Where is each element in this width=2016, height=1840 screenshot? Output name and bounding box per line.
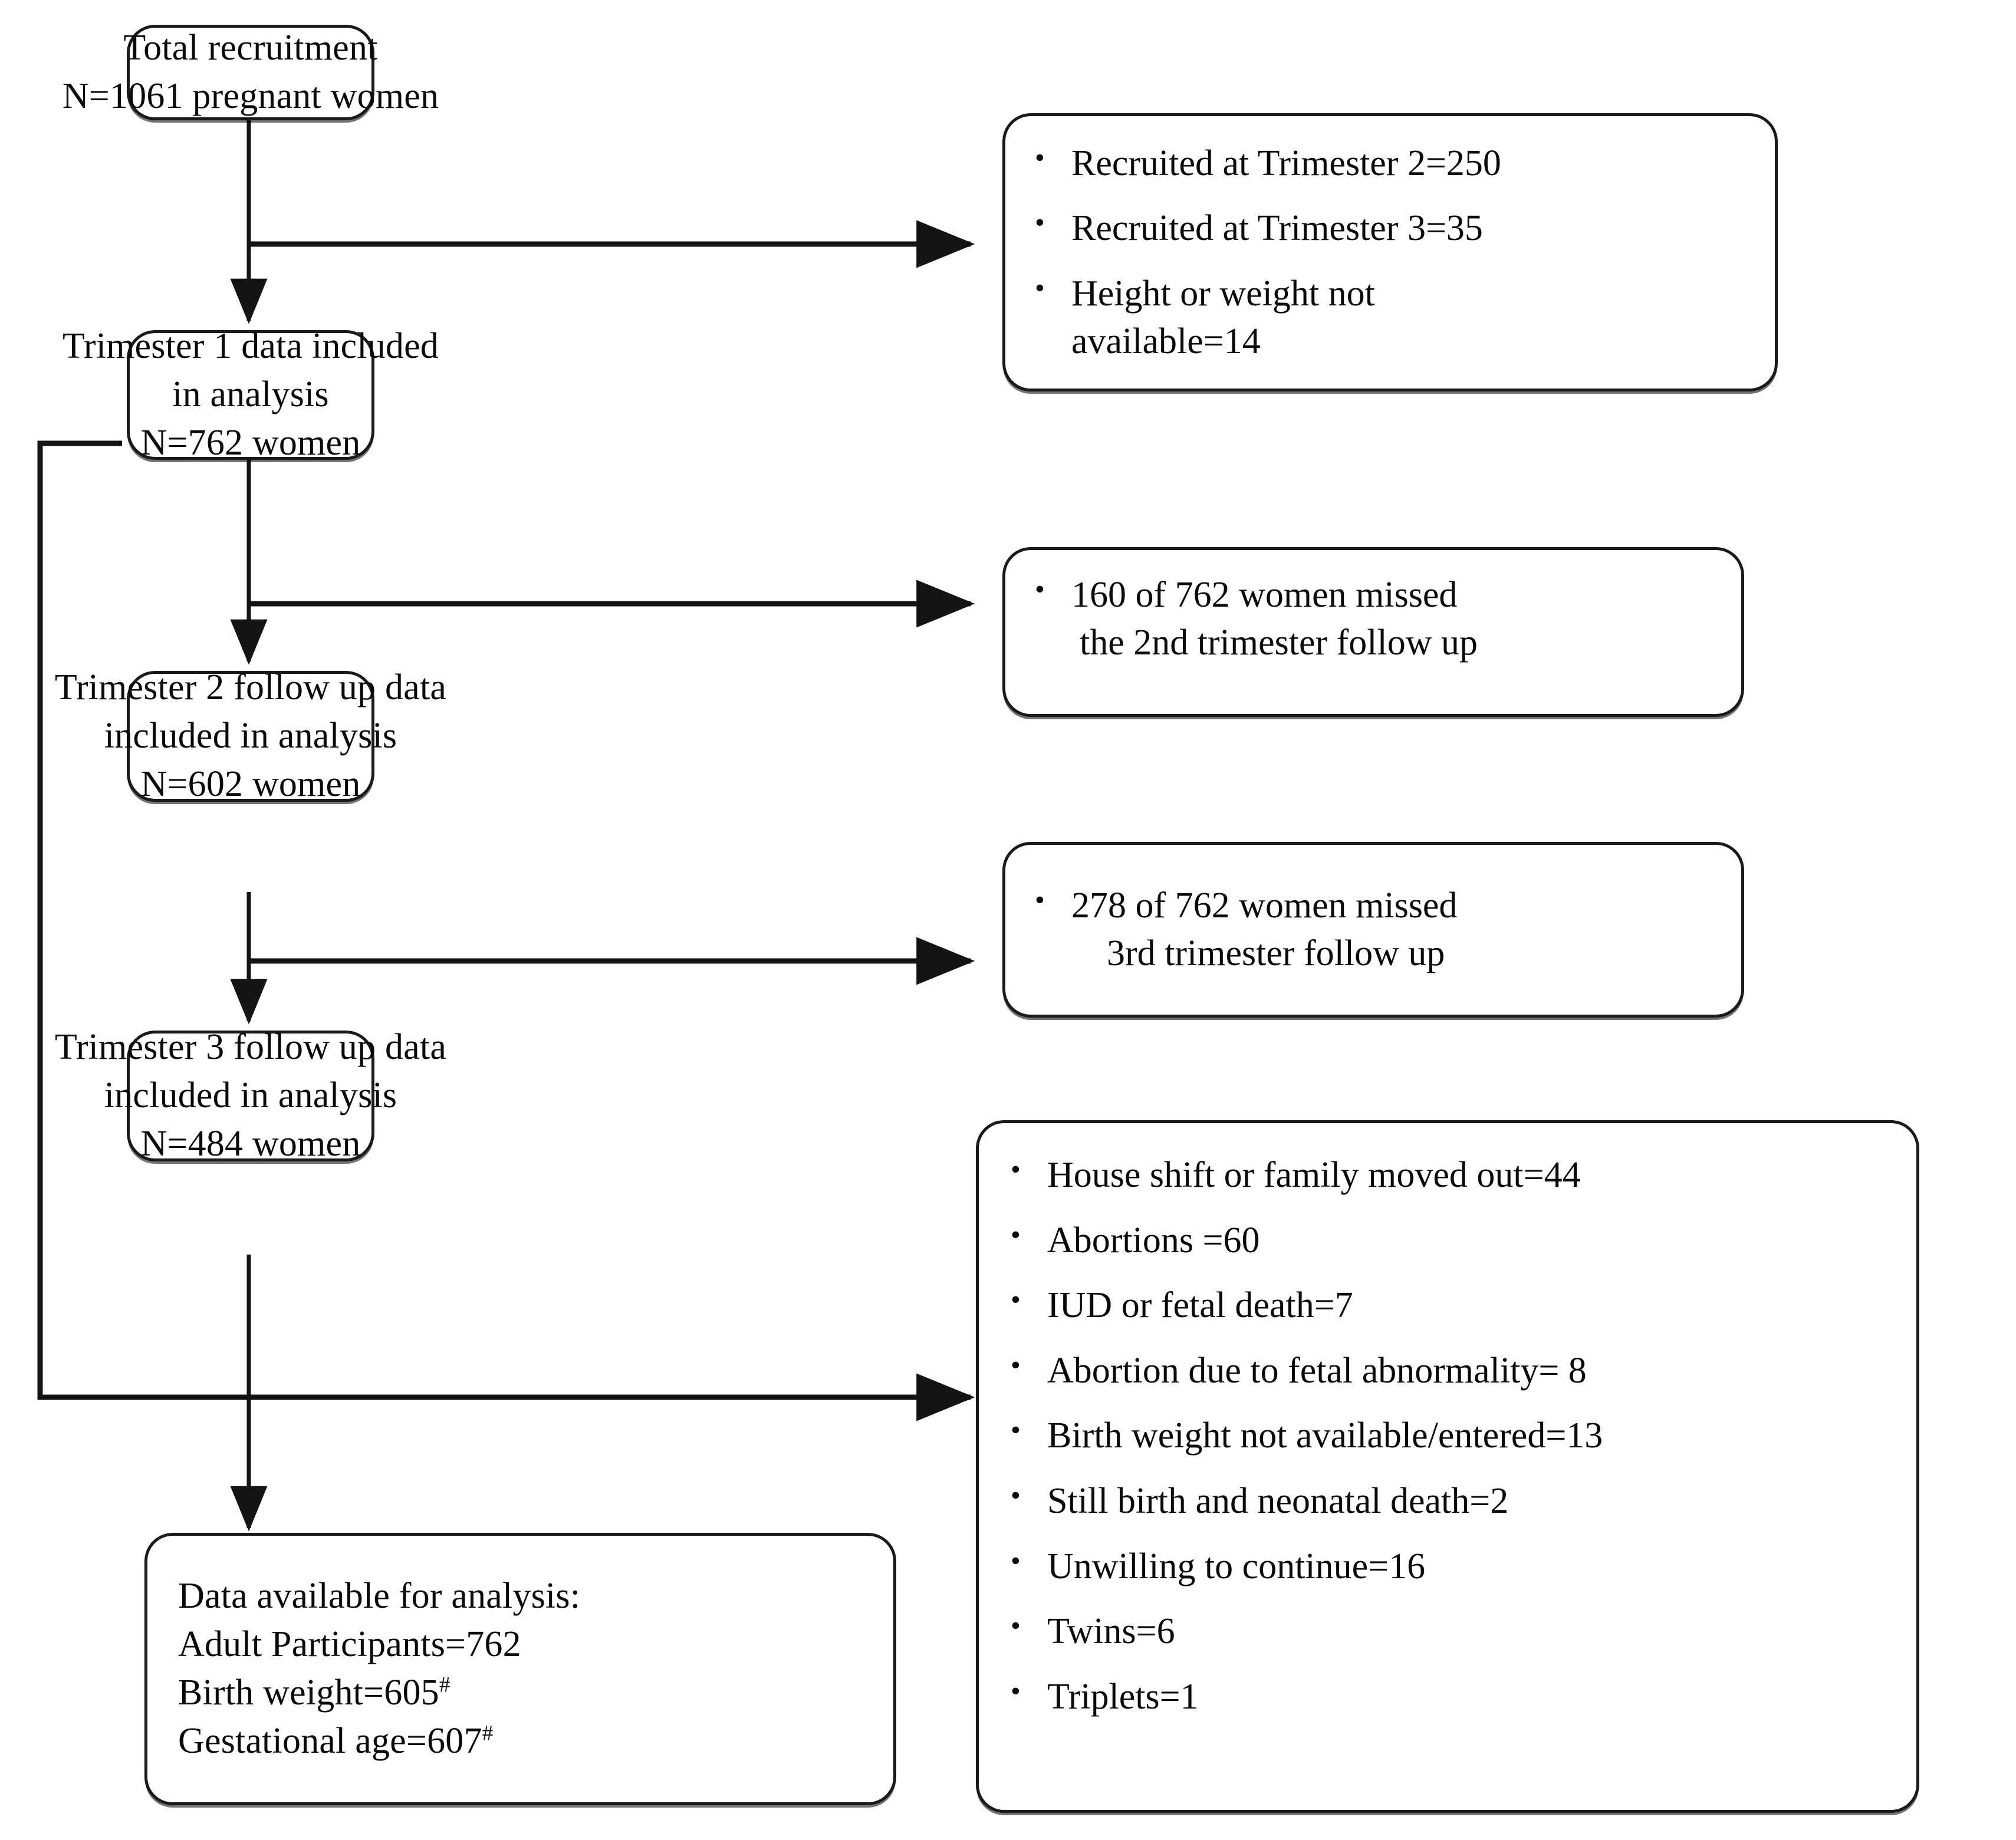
exclusion-text: IUD or fetal death=7: [1047, 1285, 1353, 1326]
exclusion-text: Height or weight not: [1071, 274, 1375, 314]
bullet-icon: •: [1011, 1219, 1021, 1250]
node-trimester2-line2: included in analysis: [104, 716, 397, 756]
bullet-icon: •: [1011, 1349, 1021, 1381]
exclusion-text-cont: the 2nd trimester follow up: [1080, 622, 1478, 663]
node-total-recruitment: Total recruitment N=1061 pregnant women: [63, 25, 439, 120]
bullet-icon: •: [1011, 1675, 1021, 1707]
bullet-icon: •: [1035, 884, 1045, 916]
exclusion-text: Abortion due to fetal abnormality= 8: [1047, 1350, 1587, 1391]
bullet-icon: •: [1011, 1284, 1021, 1316]
bullet-icon: •: [1035, 207, 1045, 239]
exclusion-text: Recruited at Trimester 2=250: [1071, 143, 1501, 183]
birth-weight-footnote-marker: #: [439, 1673, 450, 1697]
node-trimester2-line1: Trimester 2 follow up data: [54, 667, 447, 708]
bullet-icon: •: [1011, 1414, 1021, 1446]
bullet-icon: •: [1035, 574, 1045, 605]
gestational-age-footnote-marker: #: [482, 1721, 494, 1746]
exclusion-text: House shift or family moved out=44: [1047, 1155, 1581, 1195]
exclusion-text: Recruited at Trimester 3=35: [1071, 208, 1483, 249]
bullet-icon: •: [1035, 272, 1045, 304]
node-final-analysis-line2: Adult Participants=762: [178, 1624, 521, 1665]
exclusion-text: 278 of 762 women missed: [1071, 886, 1458, 926]
list-item: • Recruited at Trimester 3=35: [1035, 205, 1745, 252]
node-total-recruitment-line2: N=1061 pregnant women: [62, 76, 439, 116]
exclusion-text: Twins=6: [1047, 1611, 1175, 1652]
trimester3-loss-list: • 278 of 762 women missed 3rd trimester …: [1035, 882, 1712, 977]
list-item: • House shift or family moved out=44: [1011, 1151, 1885, 1199]
node-trimester2-loss: • 160 of 762 women missed the 2nd trimes…: [1002, 547, 1744, 717]
list-item: • Recruited at Trimester 2=250: [1035, 140, 1745, 187]
gestational-age-value: Gestational age=607: [178, 1720, 482, 1761]
node-trimester3-loss: • 278 of 762 women missed 3rd trimester …: [1002, 842, 1744, 1018]
node-trimester3-line3: N=484 women: [140, 1123, 361, 1164]
list-item: • IUD or fetal death=7: [1011, 1282, 1885, 1329]
birth-weight-value: Birth weight=605: [178, 1673, 439, 1713]
loop-line-trimester1-to-final-loss: [37, 440, 975, 1421]
node-trimester1-line3: N=762 women: [140, 422, 361, 463]
bullet-icon: •: [1011, 1610, 1021, 1642]
list-item: • Still birth and neonatal death=2: [1011, 1477, 1885, 1525]
exclusion-text: Triplets=1: [1047, 1676, 1199, 1717]
node-final-loss-exclusions: • House shift or family moved out=44 • A…: [976, 1120, 1919, 1813]
bullet-icon: •: [1011, 1479, 1021, 1511]
list-item: • Twins=6: [1011, 1608, 1885, 1655]
node-final-analysis: Data available for analysis: Adult Parti…: [144, 1533, 896, 1805]
final-loss-list: • House shift or family moved out=44 • A…: [1011, 1151, 1885, 1720]
node-trimester3-line1: Trimester 3 follow up data: [54, 1027, 447, 1068]
exclusion-text: Abortions =60: [1047, 1220, 1260, 1260]
list-item: • Triplets=1: [1011, 1673, 1885, 1721]
list-item: • Abortions =60: [1011, 1217, 1885, 1265]
node-trimester1: Trimester 1 data included in analysis N=…: [63, 326, 439, 463]
node-trimester3: Trimester 3 follow up data included in a…: [55, 1027, 446, 1164]
list-item: • Abortion due to fetal abnormality= 8: [1011, 1347, 1885, 1395]
node-recruitment-exclusions: • Recruited at Trimester 2=250 • Recruit…: [1002, 113, 1778, 391]
node-trimester1-line2: in analysis: [172, 374, 329, 415]
list-item: • 160 of 762 women missed the 2nd trimes…: [1035, 571, 1712, 666]
node-trimester2: Trimester 2 follow up data included in a…: [55, 667, 446, 804]
list-item: • Birth weight not available/entered=13: [1011, 1412, 1885, 1460]
exclusion-text: Unwilling to continue=16: [1047, 1546, 1426, 1586]
bullet-icon: •: [1011, 1545, 1021, 1576]
node-final-analysis-line1: Data available for analysis:: [178, 1576, 581, 1617]
node-trimester3-line2: included in analysis: [104, 1075, 397, 1116]
exclusion-text-cont: available=14: [1071, 321, 1261, 361]
exclusion-text: 160 of 762 women missed: [1071, 575, 1458, 615]
exclusion-text-cont: 3rd trimester follow up: [1107, 933, 1445, 973]
bullet-icon: •: [1035, 141, 1045, 173]
exclusion-text: Still birth and neonatal death=2: [1047, 1480, 1509, 1521]
list-item: • Unwilling to continue=16: [1011, 1543, 1885, 1591]
exclusion-text: Birth weight not available/entered=13: [1047, 1416, 1603, 1456]
trimester2-loss-list: • 160 of 762 women missed the 2nd trimes…: [1035, 571, 1712, 666]
node-trimester1-line1: Trimester 1 data included: [62, 326, 439, 367]
list-item: • Height or weight not available=14: [1035, 270, 1745, 365]
node-trimester2-line3: N=602 women: [140, 763, 361, 804]
recruitment-exclusion-list: • Recruited at Trimester 2=250 • Recruit…: [1035, 140, 1745, 365]
node-total-recruitment-line1: Total recruitment: [123, 28, 378, 68]
bullet-icon: •: [1011, 1154, 1021, 1185]
node-final-analysis-line4: Gestational age=607#: [147, 1717, 493, 1766]
node-final-analysis-line3: Birth weight=605#: [147, 1669, 450, 1717]
list-item: • 278 of 762 women missed 3rd trimester …: [1035, 882, 1712, 977]
